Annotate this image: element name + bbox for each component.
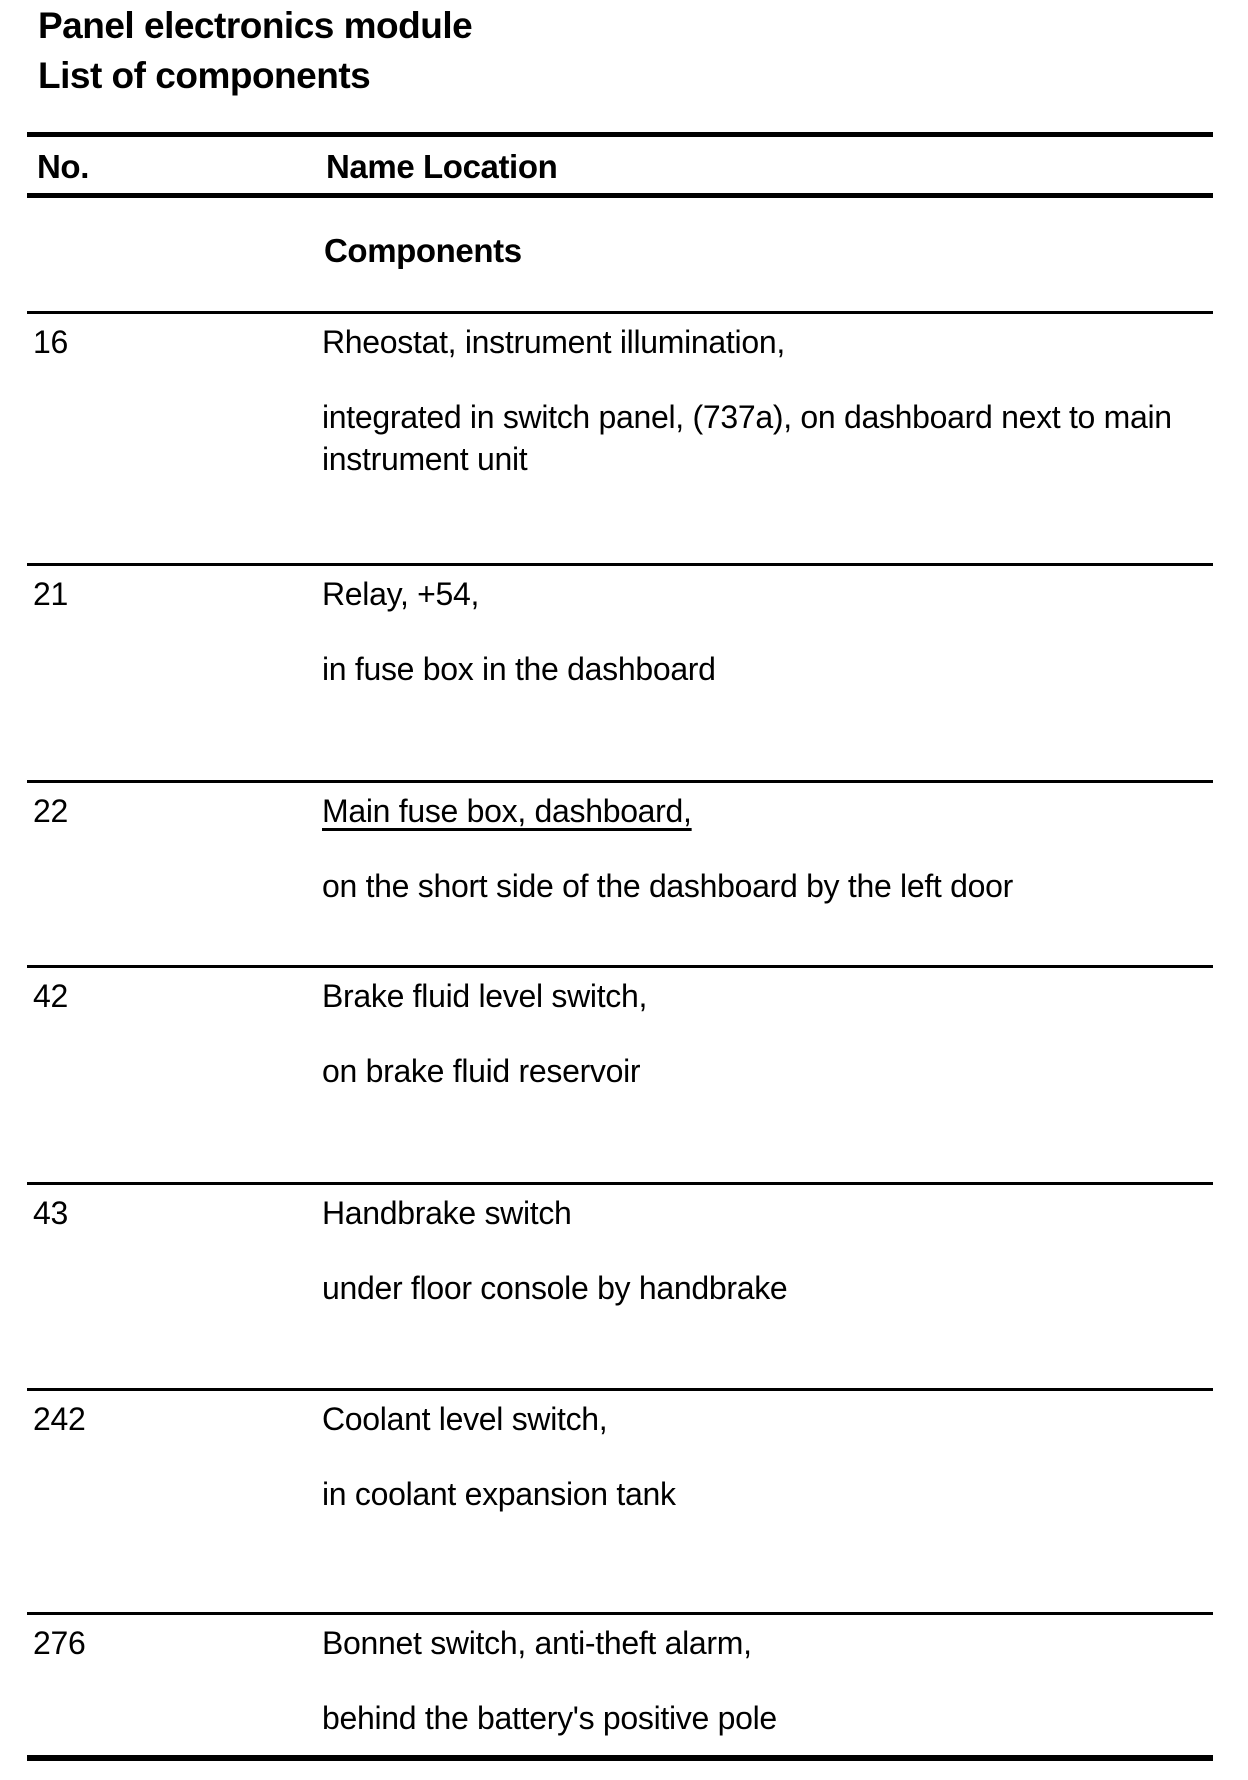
section-header-components: Components — [324, 232, 522, 269]
table-row: 22 Main fuse box, dashboard, on the shor… — [27, 780, 1213, 965]
row-number: 42 — [33, 978, 68, 1014]
table-row: 276 Bonnet switch, anti-theft alarm, beh… — [27, 1612, 1213, 1755]
table-row: 242 Coolant level switch, in coolant exp… — [27, 1388, 1213, 1612]
column-header-name-location: Name Location — [326, 148, 558, 185]
component-location: in coolant expansion tank — [322, 1476, 676, 1512]
component-name: Rheostat, instrument illumination, — [322, 324, 785, 360]
component-name: Handbrake switch — [322, 1195, 572, 1231]
component-location: under floor console by handbrake — [322, 1270, 788, 1306]
components-table-body: 16 Rheostat, instrument illumination, in… — [27, 311, 1213, 1755]
header-top-rule — [27, 132, 1213, 137]
component-location: behind the battery's positive pole — [322, 1700, 777, 1736]
table-row: 43 Handbrake switch under floor console … — [27, 1182, 1213, 1388]
component-name: Coolant level switch, — [322, 1401, 608, 1437]
component-location: on brake fluid reservoir — [322, 1053, 641, 1089]
component-link[interactable]: Main fuse box, dashboard, — [322, 793, 692, 829]
component-name: Relay, +54, — [322, 576, 480, 612]
component-location: on the short side of the dashboard by th… — [322, 868, 1013, 904]
row-number: 16 — [33, 324, 68, 360]
component-location: in fuse box in the dashboard — [322, 651, 716, 687]
row-number: 22 — [33, 793, 68, 829]
header-bottom-rule — [27, 193, 1213, 198]
row-number: 21 — [33, 576, 68, 612]
row-number: 242 — [33, 1401, 86, 1437]
table-row: 42 Brake fluid level switch, on brake fl… — [27, 965, 1213, 1182]
component-location: integrated in switch panel, (737a), on d… — [322, 399, 1172, 477]
table-row: 21 Relay, +54, in fuse box in the dashbo… — [27, 563, 1213, 780]
page-subtitle: List of components — [38, 55, 371, 96]
page-title: Panel electronics module — [38, 5, 473, 46]
table-bottom-rule — [27, 1755, 1213, 1761]
component-name: Brake fluid level switch, — [322, 978, 648, 1014]
row-number: 43 — [33, 1195, 68, 1231]
row-number: 276 — [33, 1625, 86, 1661]
column-header-no: No. — [37, 148, 89, 185]
table-row: 16 Rheostat, instrument illumination, in… — [27, 311, 1213, 563]
component-name: Bonnet switch, anti-theft alarm, — [322, 1625, 752, 1661]
